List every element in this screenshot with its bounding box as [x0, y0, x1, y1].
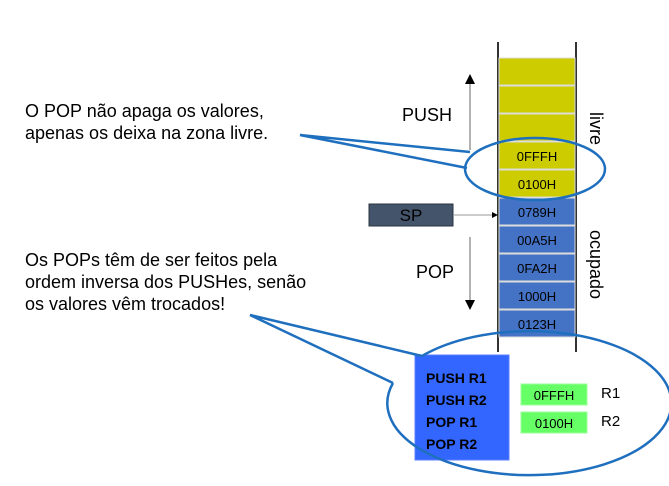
instruction-line: PUSH R1: [426, 370, 487, 386]
pop-note-line: apenas os deixa na zona livre.: [25, 123, 269, 143]
occupied-stack-cell: [498, 253, 576, 282]
pop-note: O POP não apaga os valores, apenas os de…: [25, 100, 268, 144]
pop-label: POP: [416, 262, 454, 282]
register-value-box: [520, 383, 588, 406]
register-value-box: [520, 411, 588, 434]
free-stack-cell: [498, 169, 576, 198]
occupied-stack-cell: [498, 225, 576, 254]
pop-note-line: O POP não apaga os valores,: [25, 101, 264, 121]
sp-pointer-head-icon: [492, 212, 498, 218]
free-stack-cell: [498, 85, 576, 114]
stack-cell-value: 0FA2H: [517, 261, 557, 276]
stack-cell-value: 0FFFH: [517, 149, 557, 164]
occupied-stack-cell: [498, 281, 576, 310]
callout-tail-order: [249, 313, 423, 385]
free-zone-label: livre: [586, 112, 606, 145]
program-box: [414, 354, 510, 461]
sp-label: SP: [400, 206, 423, 225]
register-value: 0FFFH: [534, 388, 574, 403]
register-name: R1: [601, 385, 620, 402]
instruction-line: POP R1: [426, 414, 477, 430]
sp-box: [368, 203, 454, 227]
stack-cell-value: 0100H: [518, 177, 556, 192]
callout-ellipse-order: [386, 329, 669, 477]
register-name: R2: [601, 413, 620, 430]
order-note-line: os valores vêm trocados!: [25, 294, 226, 314]
stack-cell-value: 00A5H: [517, 233, 557, 248]
occupied-stack-cell: [498, 197, 576, 226]
free-stack-cell: [498, 57, 576, 86]
free-stack-cell: [498, 113, 576, 142]
register-value: 0100H: [535, 416, 573, 431]
instruction-line: PUSH R2: [426, 392, 487, 408]
push-arrow-head-icon: [465, 74, 475, 84]
order-note-line: Os POPs têm de ser feitos pela: [25, 250, 278, 270]
push-label: PUSH: [402, 105, 452, 125]
pop-arrow-head-icon: [465, 300, 475, 310]
order-note: Os POPs têm de ser feitos pela ordem inv…: [25, 249, 306, 315]
stack-cell-value: 0123H: [518, 317, 556, 332]
stack-cell-value: 0789H: [518, 205, 556, 220]
instruction-line: POP R2: [426, 436, 477, 452]
callout-ellipse-pop: [463, 136, 607, 202]
occupied-zone-label: ocupado: [586, 230, 606, 299]
stack-cell-value: 1000H: [518, 289, 556, 304]
order-note-line: ordem inversa dos PUSHes, senão: [25, 272, 307, 292]
free-stack-cell: [498, 141, 576, 170]
callout-tail-pop: [299, 133, 471, 170]
